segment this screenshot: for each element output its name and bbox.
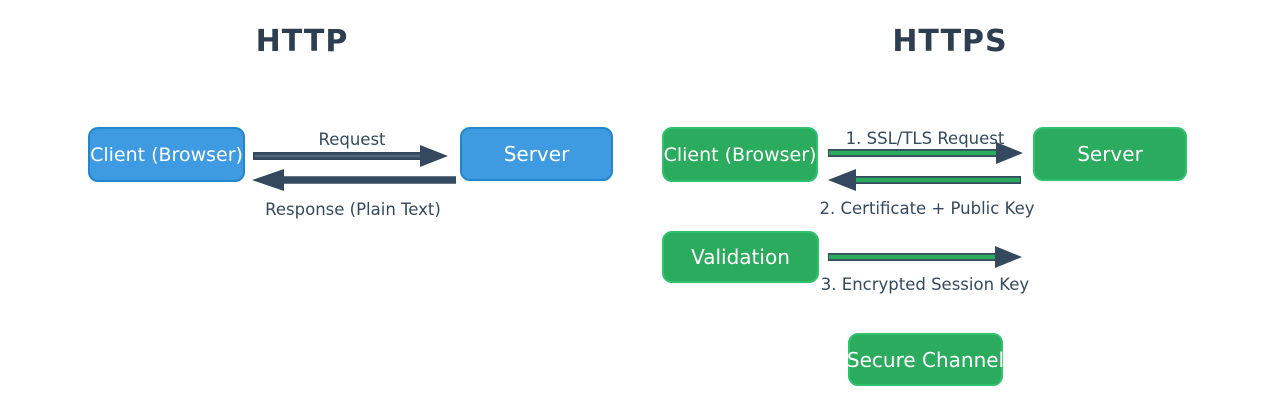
https-server-box: Server	[1033, 127, 1187, 181]
http-request-label: Request	[318, 130, 386, 149]
https-validation-box: Validation	[662, 231, 819, 283]
https-title: HTTPS	[892, 24, 1008, 59]
http-title: HTTP	[255, 24, 349, 59]
https-step3-label: 3. Encrypted Session Key	[820, 275, 1030, 294]
https-secure-channel-box: Secure Channel	[847, 333, 1004, 386]
https-client-box: Client (Browser)	[662, 127, 818, 182]
https-step2-label: 2. Certificate + Public Key	[819, 199, 1035, 218]
https-step3-arrow	[828, 246, 1022, 268]
http-response-arrow	[252, 169, 456, 191]
http-request-arrow	[253, 145, 448, 167]
http-response-label: Response (Plain Text)	[265, 200, 441, 219]
https-step2-arrow	[828, 169, 1021, 191]
https-step1-label: 1. SSL/TLS Request	[845, 129, 1005, 148]
http-client-box: Client (Browser)	[88, 127, 245, 182]
https-step1-arrow	[828, 142, 1023, 164]
http-server-box: Server	[460, 127, 613, 181]
